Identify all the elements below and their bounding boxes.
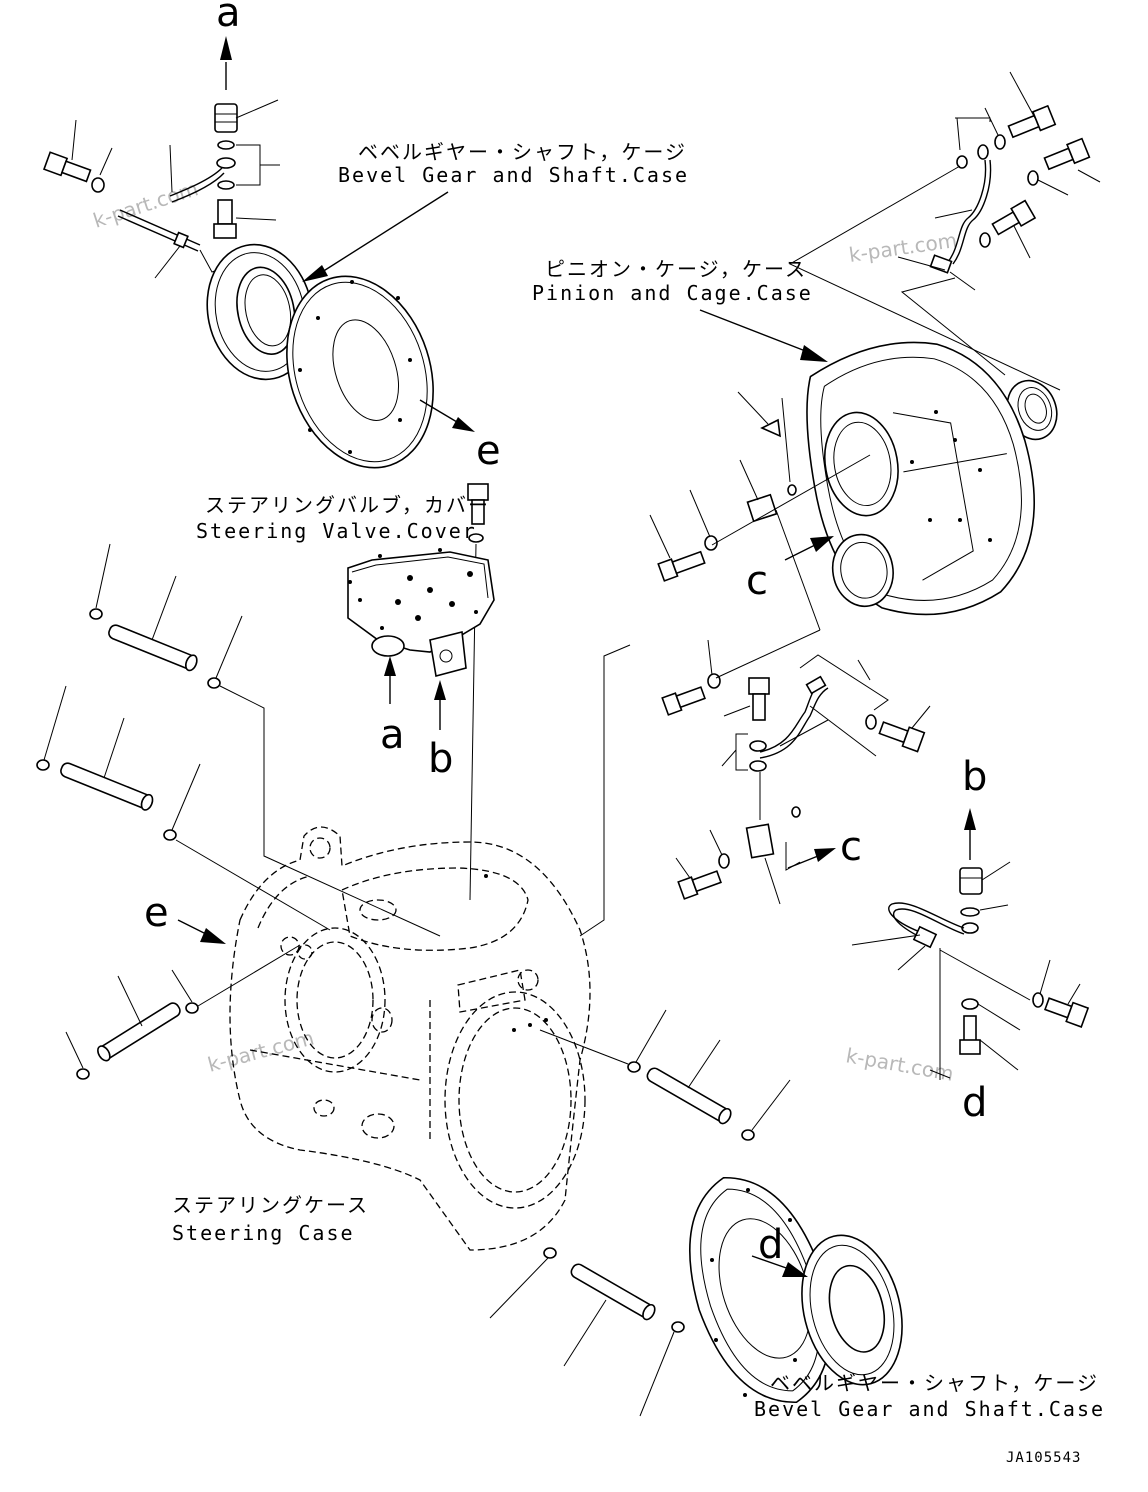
label-valve-en: Steering Valve.Cover — [196, 519, 477, 543]
label-bevel-bottom-en: Bevel Gear and Shaft.Case — [754, 1397, 1105, 1421]
pins-left: e — [36, 543, 441, 1080]
label-steering-case-en: Steering Case — [172, 1221, 355, 1245]
ref-a-mid: a — [380, 712, 405, 758]
ref-b-right: b — [962, 754, 987, 800]
ref-d-bottom: d — [758, 1222, 783, 1268]
label-steering-case-jp: ステアリングケース — [172, 1193, 369, 1217]
pins-bottom — [489, 1009, 791, 1417]
label-pinion-jp: ピニオン・ケージ，ケース — [545, 257, 807, 281]
watermark-1: k-part.com — [90, 176, 201, 232]
ref-c-mid: c — [746, 558, 768, 604]
label-pinion-en: Pinion and Cage.Case — [532, 281, 813, 305]
watermark-4: k-part.com — [844, 1043, 955, 1086]
steering-valve-cover: a b — [347, 483, 495, 901]
label-bevel-bottom-jp: ベベルギヤー・シャフト，ケージ — [770, 1371, 1099, 1395]
pinion-cage-case: c — [649, 71, 1101, 631]
ref-b-mid: b — [428, 736, 453, 782]
label-bevel-top-jp: ベベルギヤー・シャフト，ケージ — [358, 140, 687, 164]
ref-c-low: c — [840, 824, 862, 870]
steering-case — [229, 644, 631, 1251]
ref-d-right: d — [962, 1080, 987, 1126]
ref-e-left: e — [144, 890, 169, 936]
drawing-code: JA105543 — [1006, 1450, 1081, 1466]
tube-fittings-mid: c — [661, 629, 931, 905]
bevel-gear-case-top: a — [43, 0, 501, 474]
bevel-gear-case-bottom: d — [689, 1176, 903, 1404]
ref-a-top: a — [216, 0, 241, 36]
ref-e-top: e — [476, 428, 501, 474]
fittings-right: b d — [851, 754, 1090, 1126]
label-valve-jp: ステアリングバルブ，カバー — [205, 493, 490, 517]
label-bevel-top-en: Bevel Gear and Shaft.Case — [338, 163, 689, 187]
